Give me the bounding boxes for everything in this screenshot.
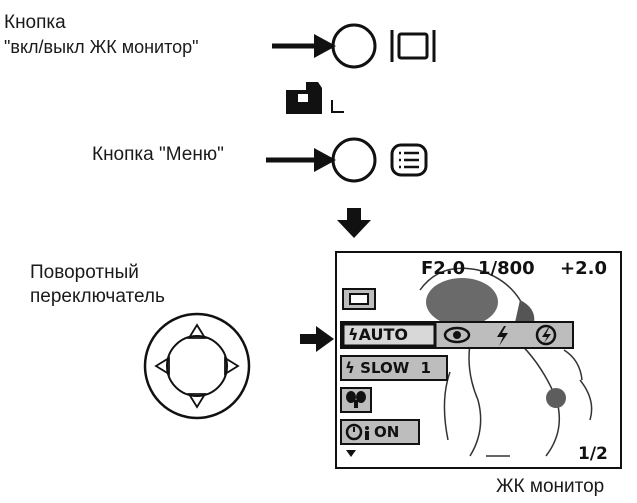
- lcd-monitor-icon: [390, 30, 436, 62]
- camera-icon: [286, 82, 344, 114]
- pointer-arrow-lcd: [272, 34, 336, 58]
- self-timer-icon[interactable]: [345, 423, 369, 441]
- flash-auto-row[interactable]: ϟAUTO: [348, 324, 408, 346]
- dog-illustration: [419, 267, 593, 457]
- menu-button-icon[interactable]: [331, 137, 377, 183]
- menu-button-label: Кнопка "Меню": [92, 144, 224, 165]
- shutter-value: 1/800: [478, 258, 535, 279]
- exposure-comp-value: +2.0: [560, 258, 607, 279]
- red-eye-icon[interactable]: [443, 326, 471, 344]
- flash-auto-label: AUTO: [358, 325, 408, 344]
- macro-icon[interactable]: [346, 391, 366, 408]
- rotary-dial-icon[interactable]: [143, 312, 251, 420]
- flash-slow-number: 1: [420, 359, 431, 377]
- lcd-button-title: Кнопка: [4, 12, 66, 33]
- flash-slow-label: SLOW: [360, 359, 410, 377]
- lcd-button-description: "вкл/выкл ЖК монитор": [4, 37, 199, 57]
- self-timer-state: ON: [374, 423, 400, 441]
- dial-label-line1: Поворотный: [30, 262, 139, 283]
- lcd-mode-icon: [349, 293, 369, 305]
- flash-auto-highlight[interactable]: [341, 322, 437, 348]
- pointer-arrow-menu: [266, 148, 336, 172]
- flash-slow-bolt-icon: ϟ: [345, 359, 355, 377]
- pointer-arrow-lcd-row: [300, 326, 334, 352]
- aperture-value: F2.0: [421, 258, 466, 279]
- flash-auto-bolt-icon: ϟ: [348, 325, 359, 344]
- lcd-toggle-button-icon[interactable]: [331, 23, 377, 69]
- flash-slow-row[interactable]: ϟ SLOW 1: [345, 357, 431, 379]
- dial-label-line2: переключатель: [30, 286, 165, 307]
- lcd-caption: ЖК монитор: [496, 476, 605, 497]
- flash-off-icon[interactable]: [535, 324, 557, 346]
- down-arrow-icon: [337, 208, 371, 238]
- menu-list-icon: [390, 143, 428, 177]
- page-indicator: 1/2: [578, 444, 608, 464]
- scroll-down-icon[interactable]: [346, 450, 356, 457]
- flash-icon[interactable]: [497, 326, 508, 346]
